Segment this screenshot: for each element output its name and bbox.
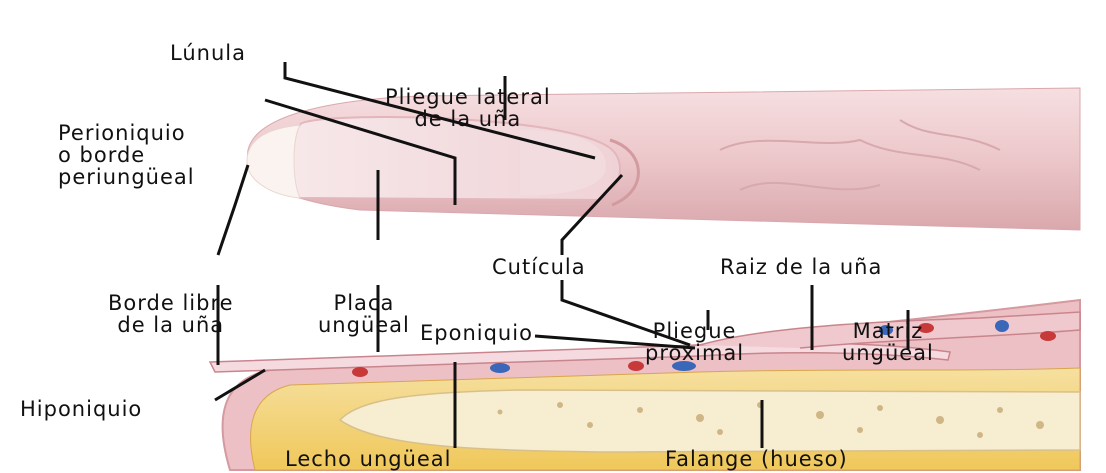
label-lecho: Lecho ungüeal [285, 448, 452, 470]
label-borde-libre: Borde librede la uña [108, 248, 234, 380]
label-matriz: Matrizungüeal [842, 276, 934, 408]
label-pliegue-proximal: Pliegueproximal [645, 276, 744, 408]
label-pliegue-lateral: Pliegue lateralde la uña [385, 42, 551, 174]
label-hiponiquio: Hiponiquio [20, 398, 142, 420]
label-lunula: Lúnula [170, 42, 246, 64]
leader-borde-libre [218, 165, 248, 255]
label-falange: Falange (hueso) [665, 448, 848, 470]
label-perioniquio: Perioniquioo bordeperiungüeal [58, 78, 195, 232]
label-eponiquio: Eponiquio [420, 322, 533, 344]
finger-top-view [247, 88, 1080, 230]
label-raiz: Raiz de la uña [720, 256, 882, 278]
label-cuticula: Cutícula [492, 256, 586, 278]
label-placa: Placaungüeal [318, 248, 410, 380]
